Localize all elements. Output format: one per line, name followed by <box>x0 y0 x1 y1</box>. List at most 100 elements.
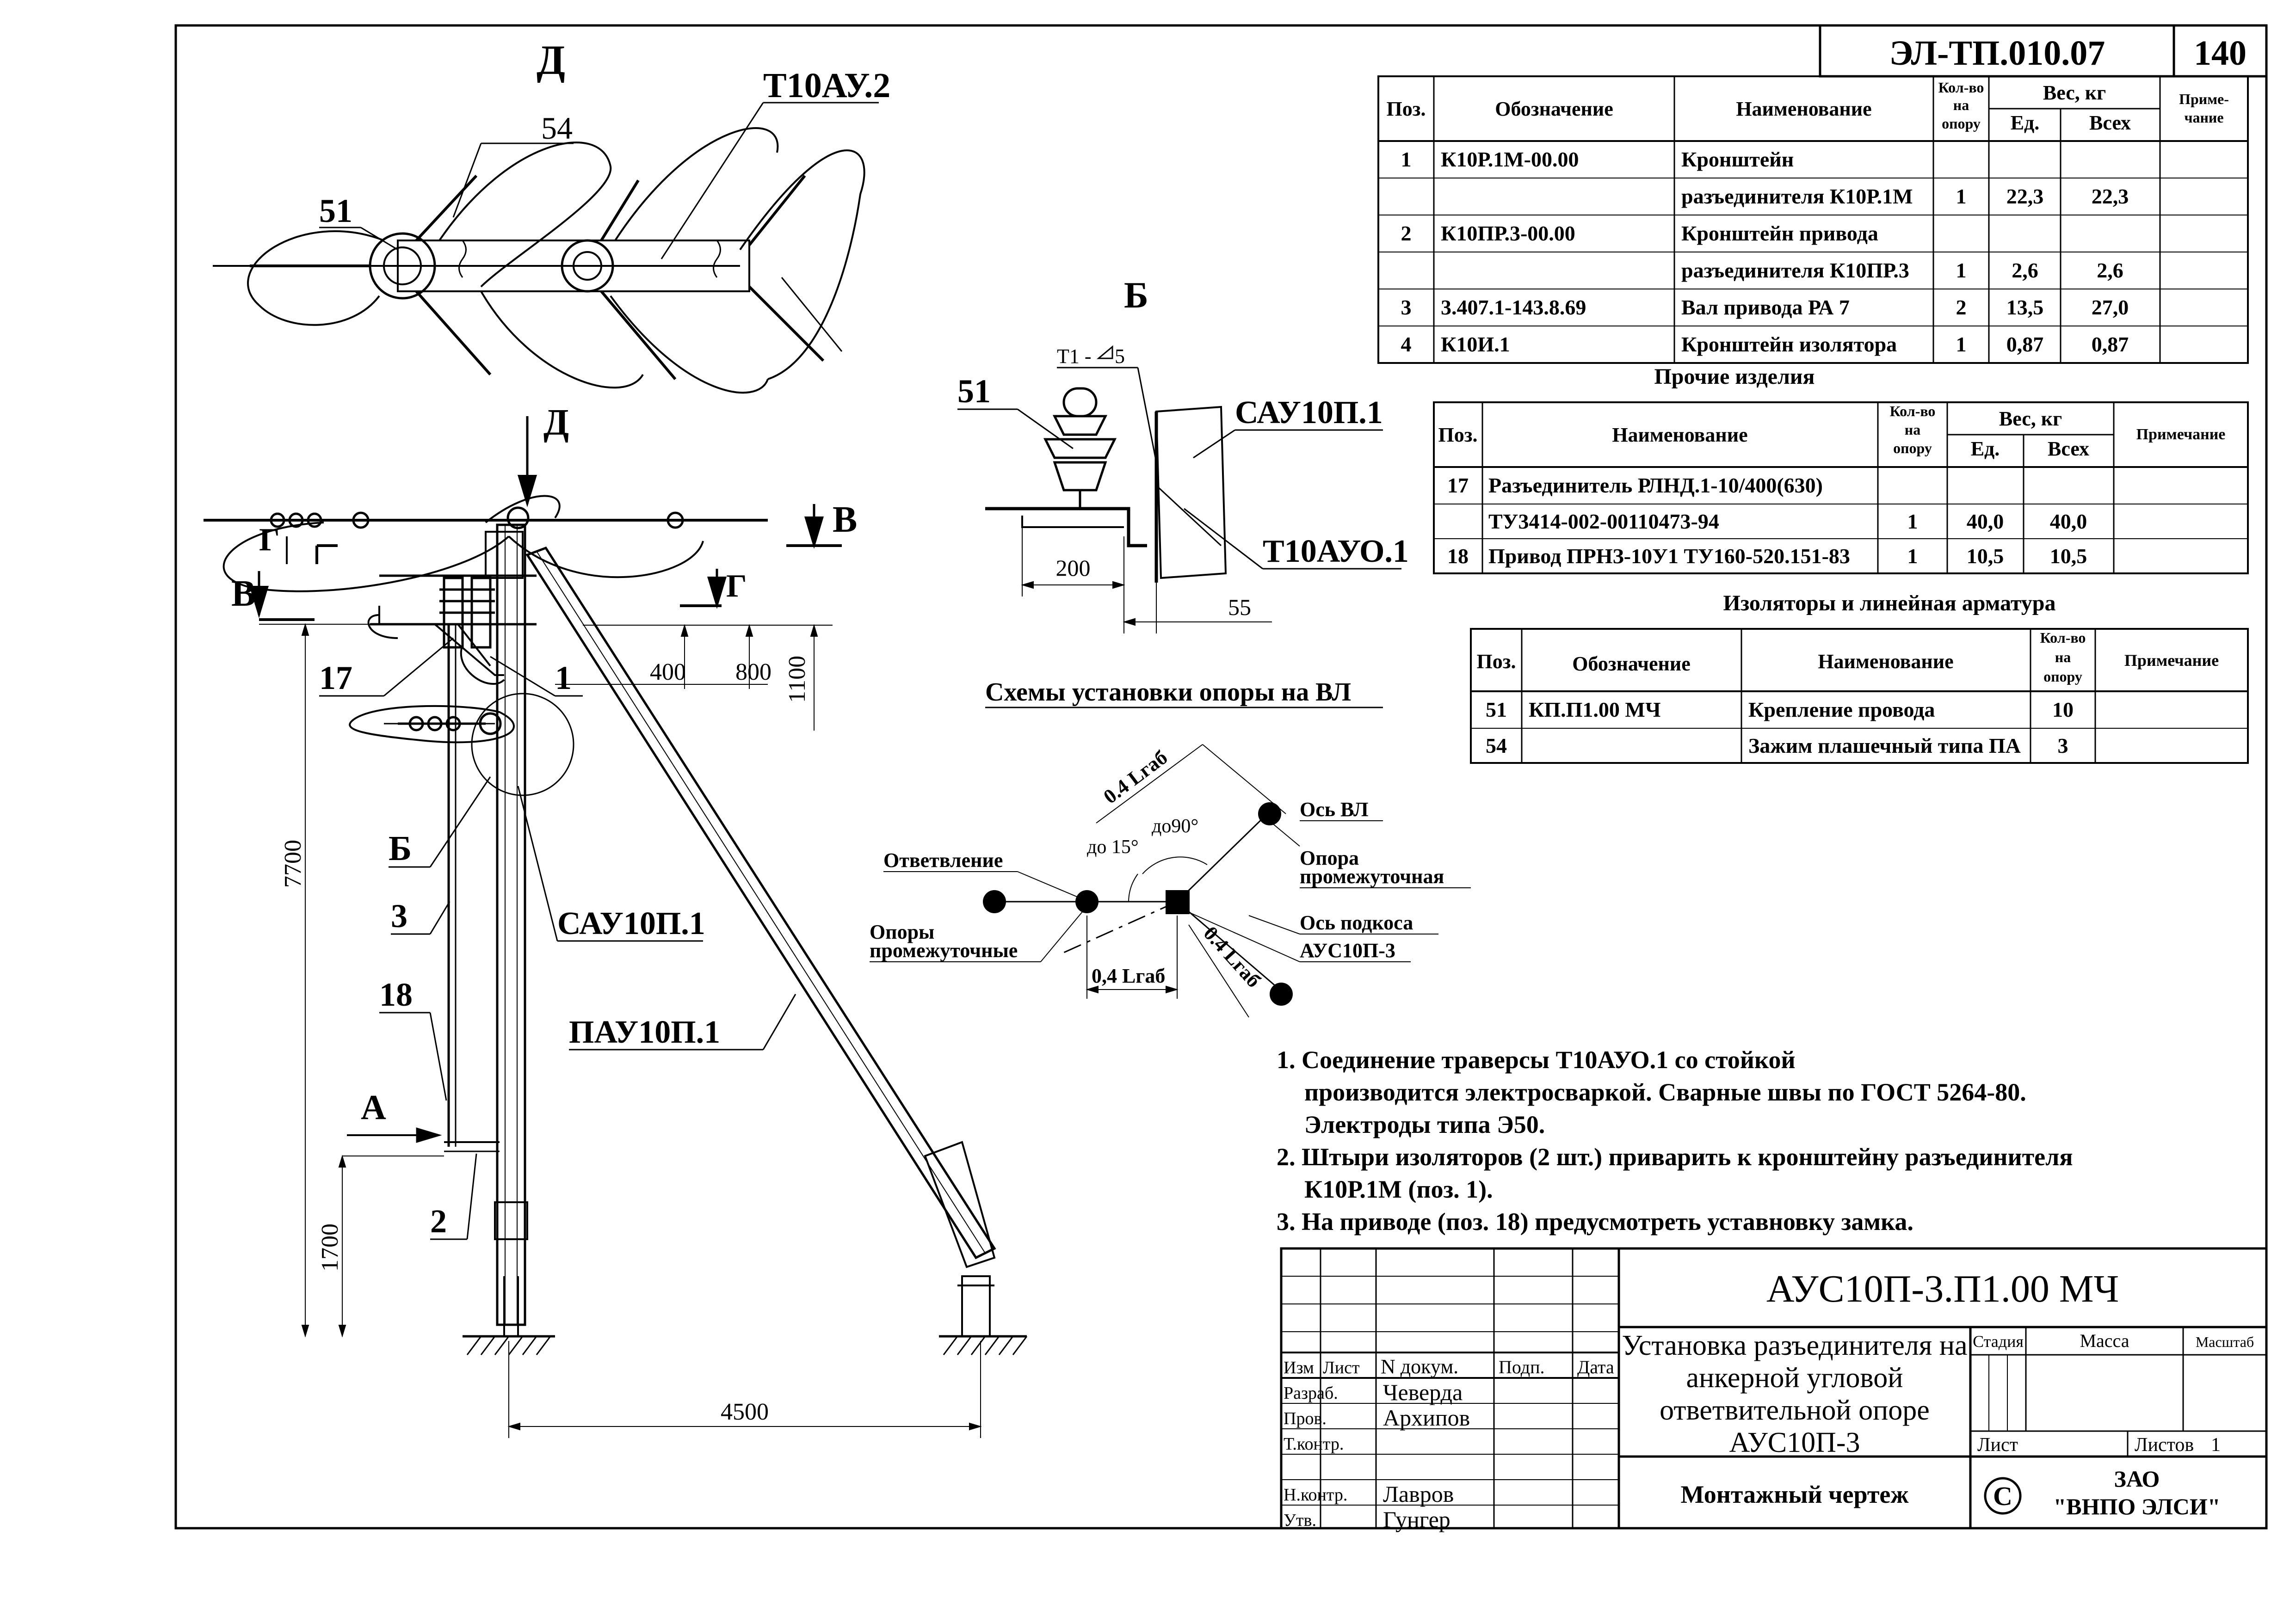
label-1: 1 <box>555 659 572 696</box>
cell-name: Разъединитель РЛНД.1-10/400(630) <box>1488 473 1823 497</box>
label-18: 18 <box>379 976 413 1013</box>
list-label: Лист <box>1977 1434 2018 1456</box>
col-qty-2: на <box>2055 649 2071 665</box>
col-name: Наименование <box>1736 98 1871 120</box>
table-row: 18 Привод ПРНЗ-10У1 ТУ160-520.151-83 1 1… <box>1447 544 2087 568</box>
col-unit: Ед. <box>1971 437 2000 460</box>
header-stamp: ЭЛ-ТП.010.07 140 <box>1819 24 2268 78</box>
detail-b-label: Б <box>1124 275 1148 316</box>
arrow-v-right-label: В <box>833 499 857 540</box>
col-name: Наименование <box>1818 650 1953 673</box>
arrow-v-left-label: В <box>231 573 256 614</box>
cell-total: 27,0 <box>2092 295 2129 319</box>
cell-name: Привод ПРНЗ-10У1 ТУ160-520.151-83 <box>1488 544 1850 568</box>
cell-qty: 1 <box>1907 544 1918 568</box>
cell-name: Кронштейн привода <box>1681 221 1878 245</box>
label-opora-2: промежуточная <box>1300 865 1444 888</box>
massa-label: Масса <box>2080 1330 2129 1351</box>
label-17: 17 <box>319 659 352 696</box>
stadia-label: Стадия <box>1973 1332 2024 1351</box>
node-strut <box>1270 983 1293 1006</box>
name-razrab: Чеверда <box>1383 1379 1463 1405</box>
dim-400: 400 <box>650 659 686 685</box>
cell-pos: 18 <box>1447 544 1469 568</box>
col-weight: Вес, кг <box>1999 407 2062 430</box>
title-line: ответвительной опоре <box>1660 1395 1930 1426</box>
label-otvetvlenie: Ответвление <box>883 849 1003 872</box>
scheme-title: Схемы установки опоры на ВЛ <box>985 678 1351 707</box>
label-opory-1: Опоры <box>870 921 934 943</box>
cell-designation: К10ПР.3-00.00 <box>1441 221 1575 245</box>
col-note: Примечание <box>2124 651 2219 670</box>
cell-total: 40,0 <box>2050 510 2087 533</box>
table-row: 54 Зажим плашечный типа ПА 3 <box>1486 734 2068 757</box>
cell-pos: 2 <box>1401 221 1412 245</box>
cell-name: Зажим плашечный типа ПА <box>1748 734 2021 757</box>
title-line: АУС10П-3 <box>1729 1427 1860 1458</box>
table-row: 3 3.407.1-143.8.69 Вал привода РА 7 2 13… <box>1401 295 2129 319</box>
designation: АУС10П-3.П1.00 МЧ <box>1766 1267 2119 1310</box>
col-weight: Вес, кг <box>2043 81 2106 104</box>
cell-pos: 51 <box>1486 698 1507 721</box>
arrow-d-label: Д <box>543 402 569 443</box>
cell-pos: 1 <box>1401 148 1412 171</box>
col-izm: Изм <box>1284 1358 1314 1377</box>
table-row: 17 Разъединитель РЛНД.1-10/400(630) <box>1447 473 1823 497</box>
label-pau: ПАУ10П.1 <box>569 1014 720 1050</box>
cell-name: Кронштейн изолятора <box>1681 332 1897 356</box>
node-branch <box>983 890 1006 913</box>
col-qty-1: Кол-во <box>1890 403 1936 419</box>
lrab-top: 0.4 Lгаб <box>1099 746 1172 808</box>
cell-pos: 4 <box>1401 332 1412 356</box>
dim-1100: 1100 <box>784 656 810 703</box>
note-line: 3. На приводе (поз. 18) предусмотреть ус… <box>1277 1208 1913 1236</box>
main-view: Д В В Г Г <box>204 402 1028 1438</box>
page-number: 140 <box>2194 34 2247 73</box>
cell-pos: 54 <box>1486 734 1507 757</box>
copyright-c: C <box>1993 1481 2012 1511</box>
table-row: разъединителя К10Р.1М 1 22,3 22,3 <box>1681 184 2129 208</box>
col-qty-2: на <box>1905 421 1920 438</box>
col-podp: Подп. <box>1499 1357 1545 1377</box>
insulator-table-title: Изоляторы и линейная арматура <box>1723 591 2056 615</box>
name-prov: Архипов <box>1383 1405 1470 1431</box>
cell-pos: 17 <box>1447 473 1469 497</box>
role-tkontr: Т.контр. <box>1284 1434 1344 1454</box>
cell-qty: 2 <box>1956 295 1967 319</box>
col-qty-2: на <box>1953 97 1969 113</box>
cell-designation: 3.407.1-143.8.69 <box>1441 295 1586 319</box>
strut <box>525 546 996 1260</box>
col-qty-3: опору <box>1942 115 1981 132</box>
col-designation: Обозначение <box>1572 652 1691 675</box>
cell-total: 2,6 <box>2097 258 2123 282</box>
lrab-bottom: 0,4 Lгаб <box>1092 965 1165 987</box>
title-block: Изм Лист N докум. Подп. Дата Разраб. Чев… <box>1280 1247 2268 1532</box>
doc-code: ЭЛ-ТП.010.07 <box>1889 34 2105 73</box>
install-scheme: Схемы установки опоры на ВЛ 0.4 Lгаб 0,4… <box>870 678 1471 1018</box>
cell-unit: 10,5 <box>1967 544 2004 568</box>
dim-800: 800 <box>735 659 772 685</box>
label-os-podkosa: Ось подкоса <box>1300 911 1413 934</box>
main-pole <box>496 523 526 1326</box>
dim-55: 55 <box>1228 594 1251 620</box>
col-qty-1: Кол-во <box>1938 79 1984 96</box>
label-opora-1: Опора <box>1300 847 1359 869</box>
cell-qty: 1 <box>1956 184 1967 208</box>
col-note-2: чание <box>2184 109 2223 126</box>
note-line: Электроды типа Э50. <box>1304 1111 1545 1138</box>
view-d-label: Д <box>537 37 565 83</box>
title-line: Установка разъединителя на <box>1622 1330 1967 1361</box>
sheet-frame <box>174 24 2268 1530</box>
callout-51: 51 <box>319 192 352 229</box>
cell-unit: 22,3 <box>2006 184 2044 208</box>
do90-label: до90° <box>1152 816 1198 837</box>
cell-qty: 1 <box>1956 332 1967 356</box>
detail-b-t10: Т10АУО.1 <box>1263 534 1409 569</box>
cell-unit: 0,87 <box>2006 332 2044 356</box>
col-qty-1: Кол-во <box>2040 629 2086 646</box>
role-nkontr: Н.контр. <box>1284 1485 1347 1505</box>
company-2: "ВНПО ЭЛСИ" <box>2053 1494 2220 1519</box>
arrow-g-left-label: Г <box>259 522 280 558</box>
cell-designation: КП.П1.00 МЧ <box>1529 698 1661 721</box>
col-pos: Поз. <box>1477 650 1516 673</box>
